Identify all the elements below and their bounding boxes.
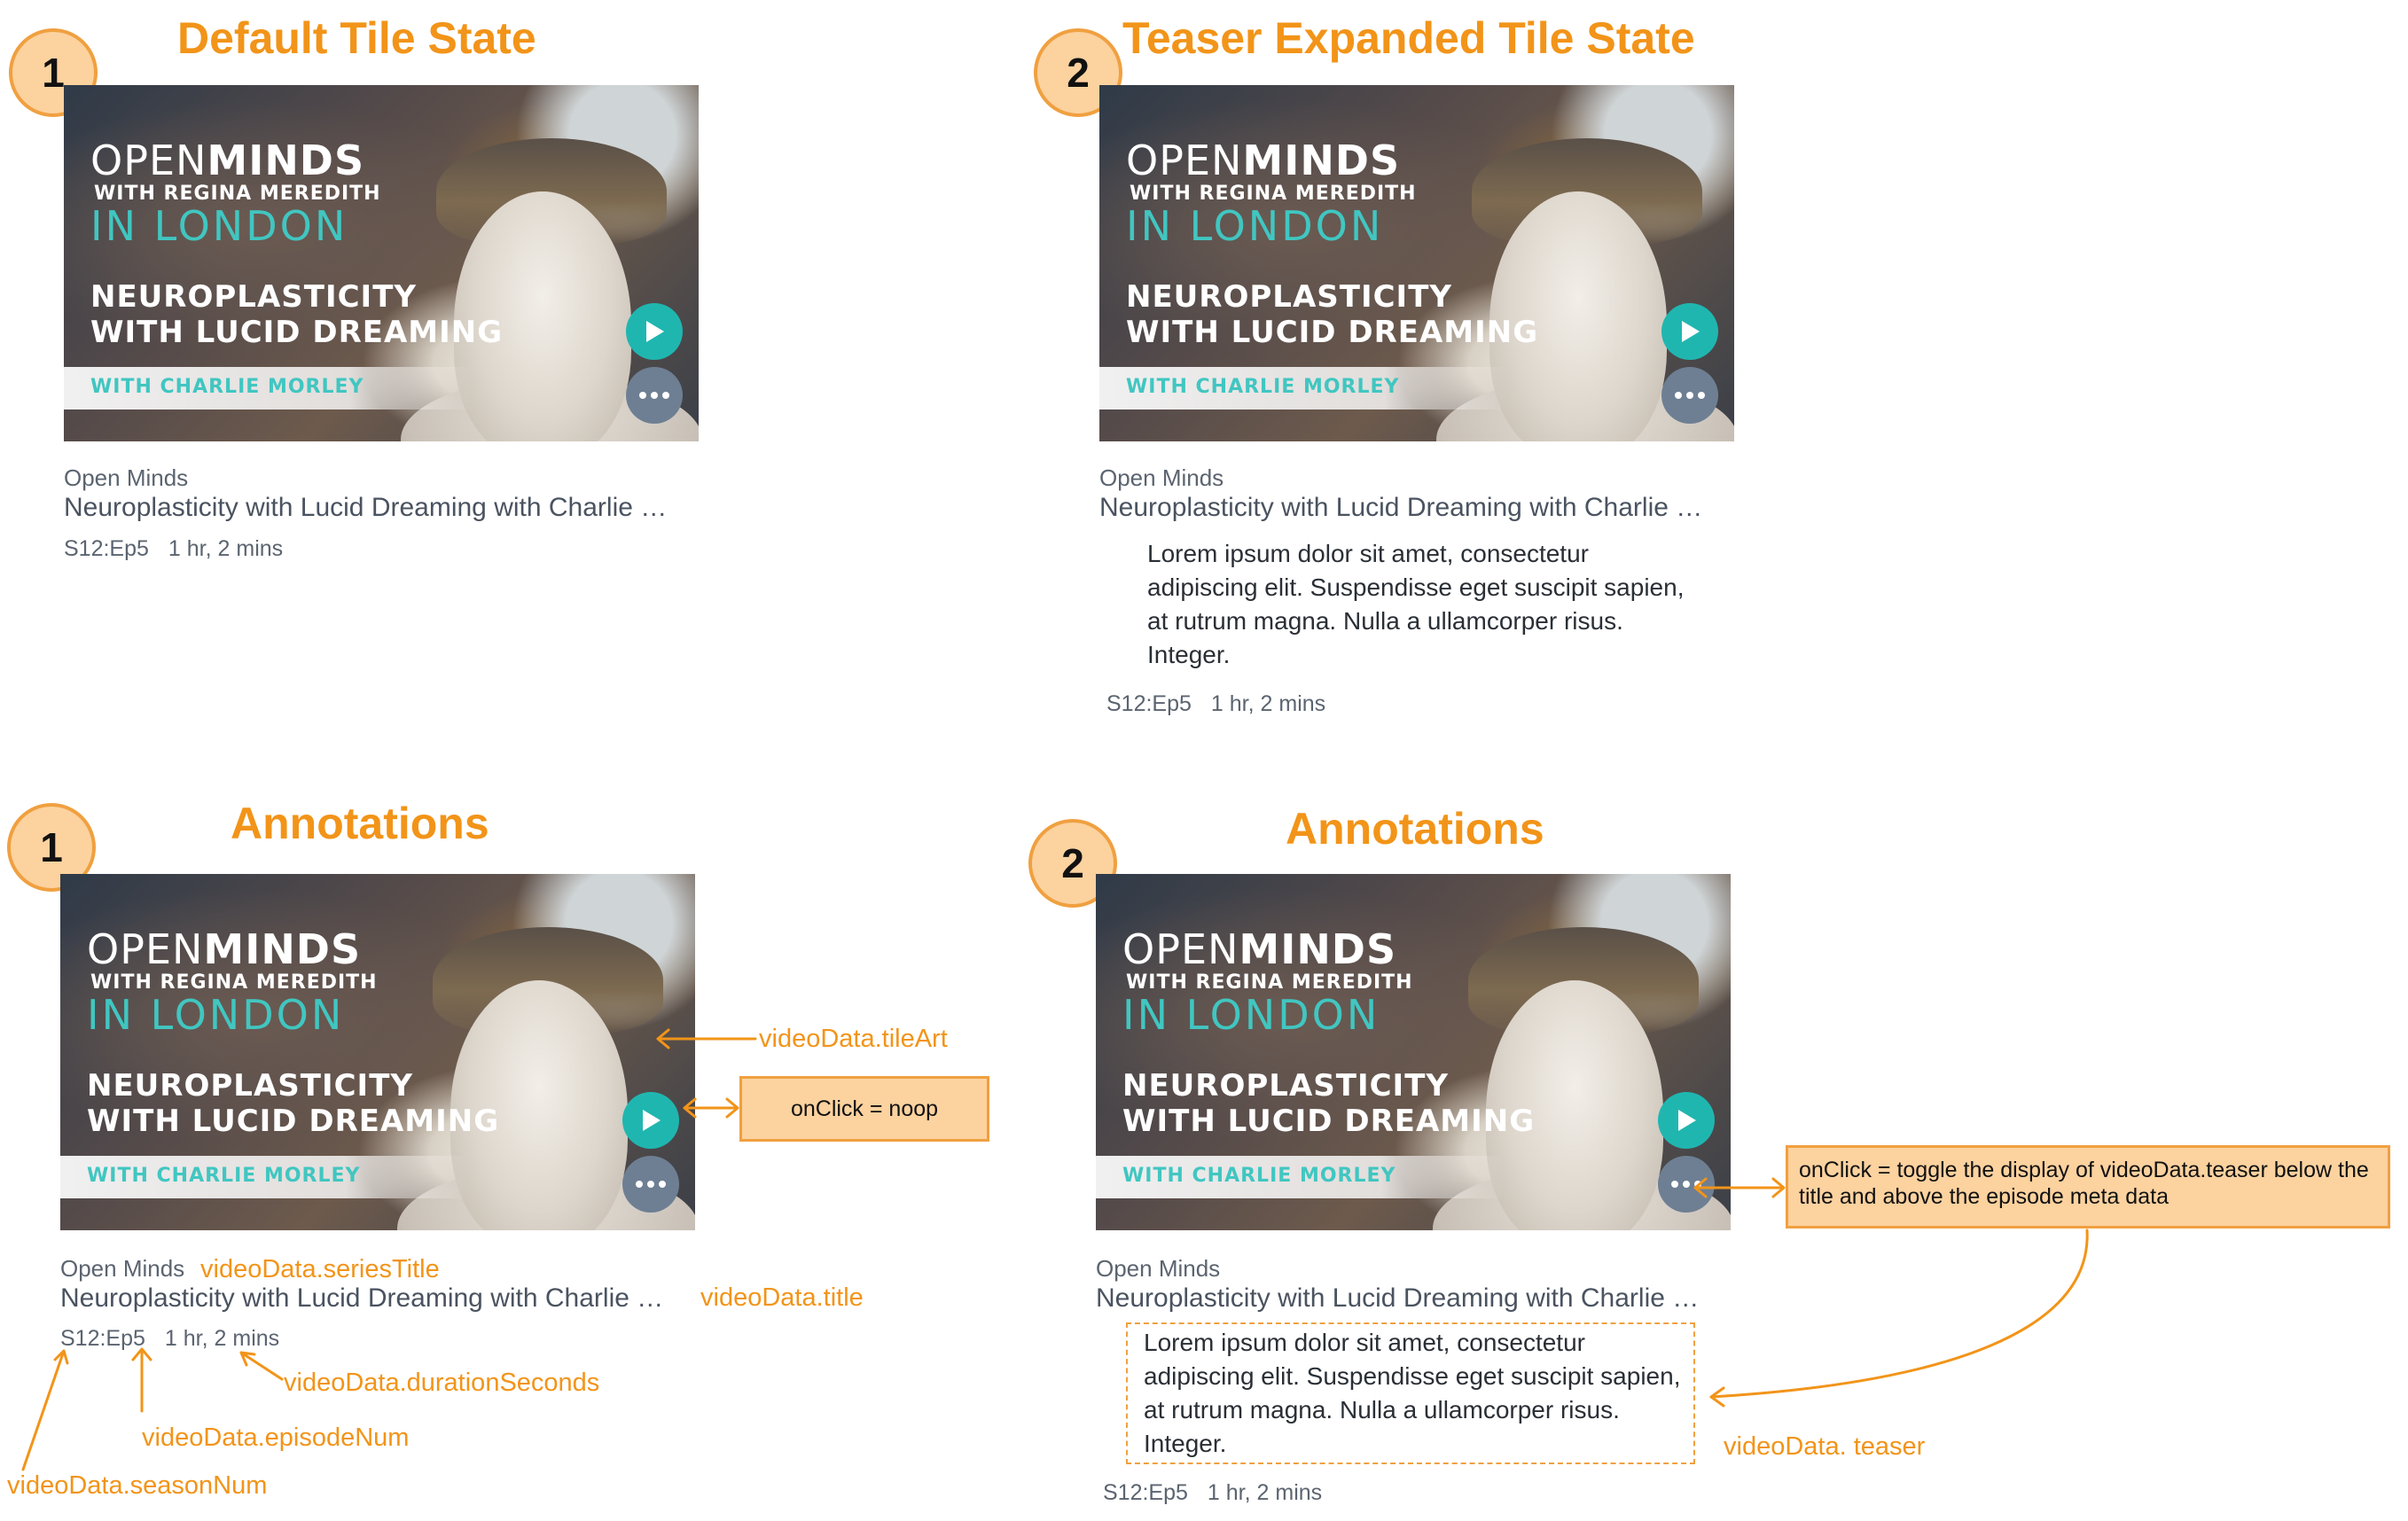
play-button[interactable] <box>626 303 683 360</box>
art-face <box>454 191 631 441</box>
art-guest-line: WITH CHARLIE MORLEY <box>1122 1165 1396 1187</box>
art-host-line: WITH REGINA MEREDITH <box>94 183 381 205</box>
more-dots-icon <box>639 392 669 399</box>
play-icon <box>646 321 664 342</box>
play-icon <box>1678 1110 1696 1131</box>
episode-meta: S12:Ep5 1 hr, 2 mins <box>1103 1482 1322 1504</box>
art-episode-line-1: NEUROPLASTICITY <box>87 1068 414 1104</box>
more-options-button[interactable] <box>622 1156 679 1213</box>
play-button[interactable] <box>622 1092 679 1149</box>
art-location-line: IN LONDON <box>90 202 348 250</box>
annotation-season-num: videoData.seasonNum <box>7 1471 268 1500</box>
art-guest-line: WITH CHARLIE MORLEY <box>90 376 364 398</box>
arrow-season-num <box>21 1349 69 1471</box>
tile-art[interactable]: OPENMINDS WITH REGINA MEREDITH IN LONDON… <box>1096 874 1731 1230</box>
episode-title[interactable]: Neuroplasticity with Lucid Dreaming with… <box>64 493 668 522</box>
art-title-open-minds: OPENMINDS <box>1126 136 1401 184</box>
heading-annotations-1: Annotations <box>231 799 489 848</box>
play-icon <box>643 1110 661 1131</box>
annotation-teaser: videoData. teaser <box>1724 1432 1926 1461</box>
duration: 1 hr, 2 mins <box>164 1326 280 1351</box>
art-episode-line-2: WITH LUCID DREAMING <box>1122 1104 1536 1139</box>
more-dots-icon <box>636 1181 666 1188</box>
annotation-duration: videoData.durationSeconds <box>284 1369 600 1397</box>
art-host-line: WITH REGINA MEREDITH <box>1126 971 1413 994</box>
heading-annotations-2: Annotations <box>1286 804 1544 854</box>
episode-teaser: Lorem ipsum dolor sit amet, consectetur … <box>1147 540 1685 668</box>
episode-meta: S12:Ep5 1 hr, 2 mins <box>60 1328 279 1350</box>
play-icon <box>1682 321 1700 342</box>
arrow-episode-num <box>131 1347 152 1413</box>
series-title: Open Minds <box>64 464 189 491</box>
episode-title[interactable]: Neuroplasticity with Lucid Dreaming with… <box>60 1283 664 1313</box>
more-dots-icon <box>1675 392 1705 399</box>
art-location-line: IN LONDON <box>1126 202 1384 250</box>
annotation-episode-num: videoData.episodeNum <box>142 1424 410 1452</box>
season-episode: S12:Ep5 <box>1106 691 1192 716</box>
art-band <box>1099 367 1507 410</box>
art-title-open-minds: OPENMINDS <box>1122 925 1397 973</box>
more-dots-icon <box>1671 1181 1701 1188</box>
art-episode-line-1: NEUROPLASTICITY <box>90 279 418 315</box>
play-button[interactable] <box>1658 1092 1715 1149</box>
annotation-tile-art: videoData.tileArt <box>759 1025 948 1053</box>
teaser-highlight-box <box>1126 1322 1695 1464</box>
art-title-open-minds: OPENMINDS <box>90 136 365 184</box>
annotation-title: videoData.title <box>700 1283 864 1312</box>
art-band <box>64 367 472 410</box>
episode-title[interactable]: Neuroplasticity with Lucid Dreaming with… <box>1096 1283 1700 1313</box>
episode-title[interactable]: Neuroplasticity with Lucid Dreaming with… <box>1099 493 1703 522</box>
art-face <box>1486 980 1663 1230</box>
art-episode-line-2: WITH LUCID DREAMING <box>87 1104 500 1139</box>
tile-art[interactable]: OPENMINDS WITH REGINA MEREDITH IN LONDON… <box>60 874 695 1230</box>
duration: 1 hr, 2 mins <box>1210 691 1326 716</box>
heading-default-state: Default Tile State <box>177 13 536 63</box>
art-host-line: WITH REGINA MEREDITH <box>90 971 378 994</box>
art-face <box>1489 191 1667 441</box>
episode-meta: S12:Ep5 1 hr, 2 mins <box>1106 693 1325 715</box>
episode-meta: S12:Ep5 1 hr, 2 mins <box>64 538 283 560</box>
season-episode: S12:Ep5 <box>60 1326 145 1351</box>
annotation-play-onclick: onClick = noop <box>739 1076 989 1142</box>
more-options-button[interactable] <box>626 367 683 424</box>
season-episode: S12:Ep5 <box>1103 1480 1188 1505</box>
season-episode: S12:Ep5 <box>64 536 149 561</box>
arrow-duration <box>239 1351 284 1381</box>
art-episode-line-2: WITH LUCID DREAMING <box>1126 315 1539 350</box>
tile-art[interactable]: OPENMINDS WITH REGINA MEREDITH IN LONDON… <box>64 85 699 441</box>
more-options-button[interactable] <box>1658 1156 1715 1213</box>
art-face <box>450 980 628 1230</box>
play-button[interactable] <box>1661 303 1718 360</box>
more-options-button[interactable] <box>1661 367 1718 424</box>
episode-teaser: Lorem ipsum dolor sit amet, consectetur … <box>1144 1329 1681 1457</box>
art-title-open-minds: OPENMINDS <box>87 925 362 973</box>
heading-expanded-state: Teaser Expanded Tile State <box>1122 13 1695 63</box>
art-host-line: WITH REGINA MEREDITH <box>1130 183 1417 205</box>
art-location-line: IN LONDON <box>87 991 345 1039</box>
art-episode-line-1: NEUROPLASTICITY <box>1126 279 1453 315</box>
duration: 1 hr, 2 mins <box>1207 1480 1323 1505</box>
art-band <box>60 1156 468 1198</box>
art-band <box>1096 1156 1504 1198</box>
art-location-line: IN LONDON <box>1122 991 1380 1039</box>
annotation-series-title: videoData.seriesTitle <box>200 1255 440 1283</box>
art-guest-line: WITH CHARLIE MORLEY <box>1126 376 1400 398</box>
art-guest-line: WITH CHARLIE MORLEY <box>87 1165 361 1187</box>
series-title: Open Minds <box>60 1255 185 1282</box>
series-title: Open Minds <box>1099 464 1224 491</box>
step-badge-1: 1 <box>9 28 98 117</box>
series-title: Open Minds <box>1096 1255 1221 1282</box>
arrow-teaser-curve <box>1709 1228 2089 1408</box>
art-episode-line-2: WITH LUCID DREAMING <box>90 315 504 350</box>
duration: 1 hr, 2 mins <box>168 536 284 561</box>
annotation-more-onclick: onClick = toggle the display of videoDat… <box>1786 1145 2390 1228</box>
tile-art[interactable]: OPENMINDS WITH REGINA MEREDITH IN LONDON… <box>1099 85 1734 441</box>
art-episode-line-1: NEUROPLASTICITY <box>1122 1068 1450 1104</box>
